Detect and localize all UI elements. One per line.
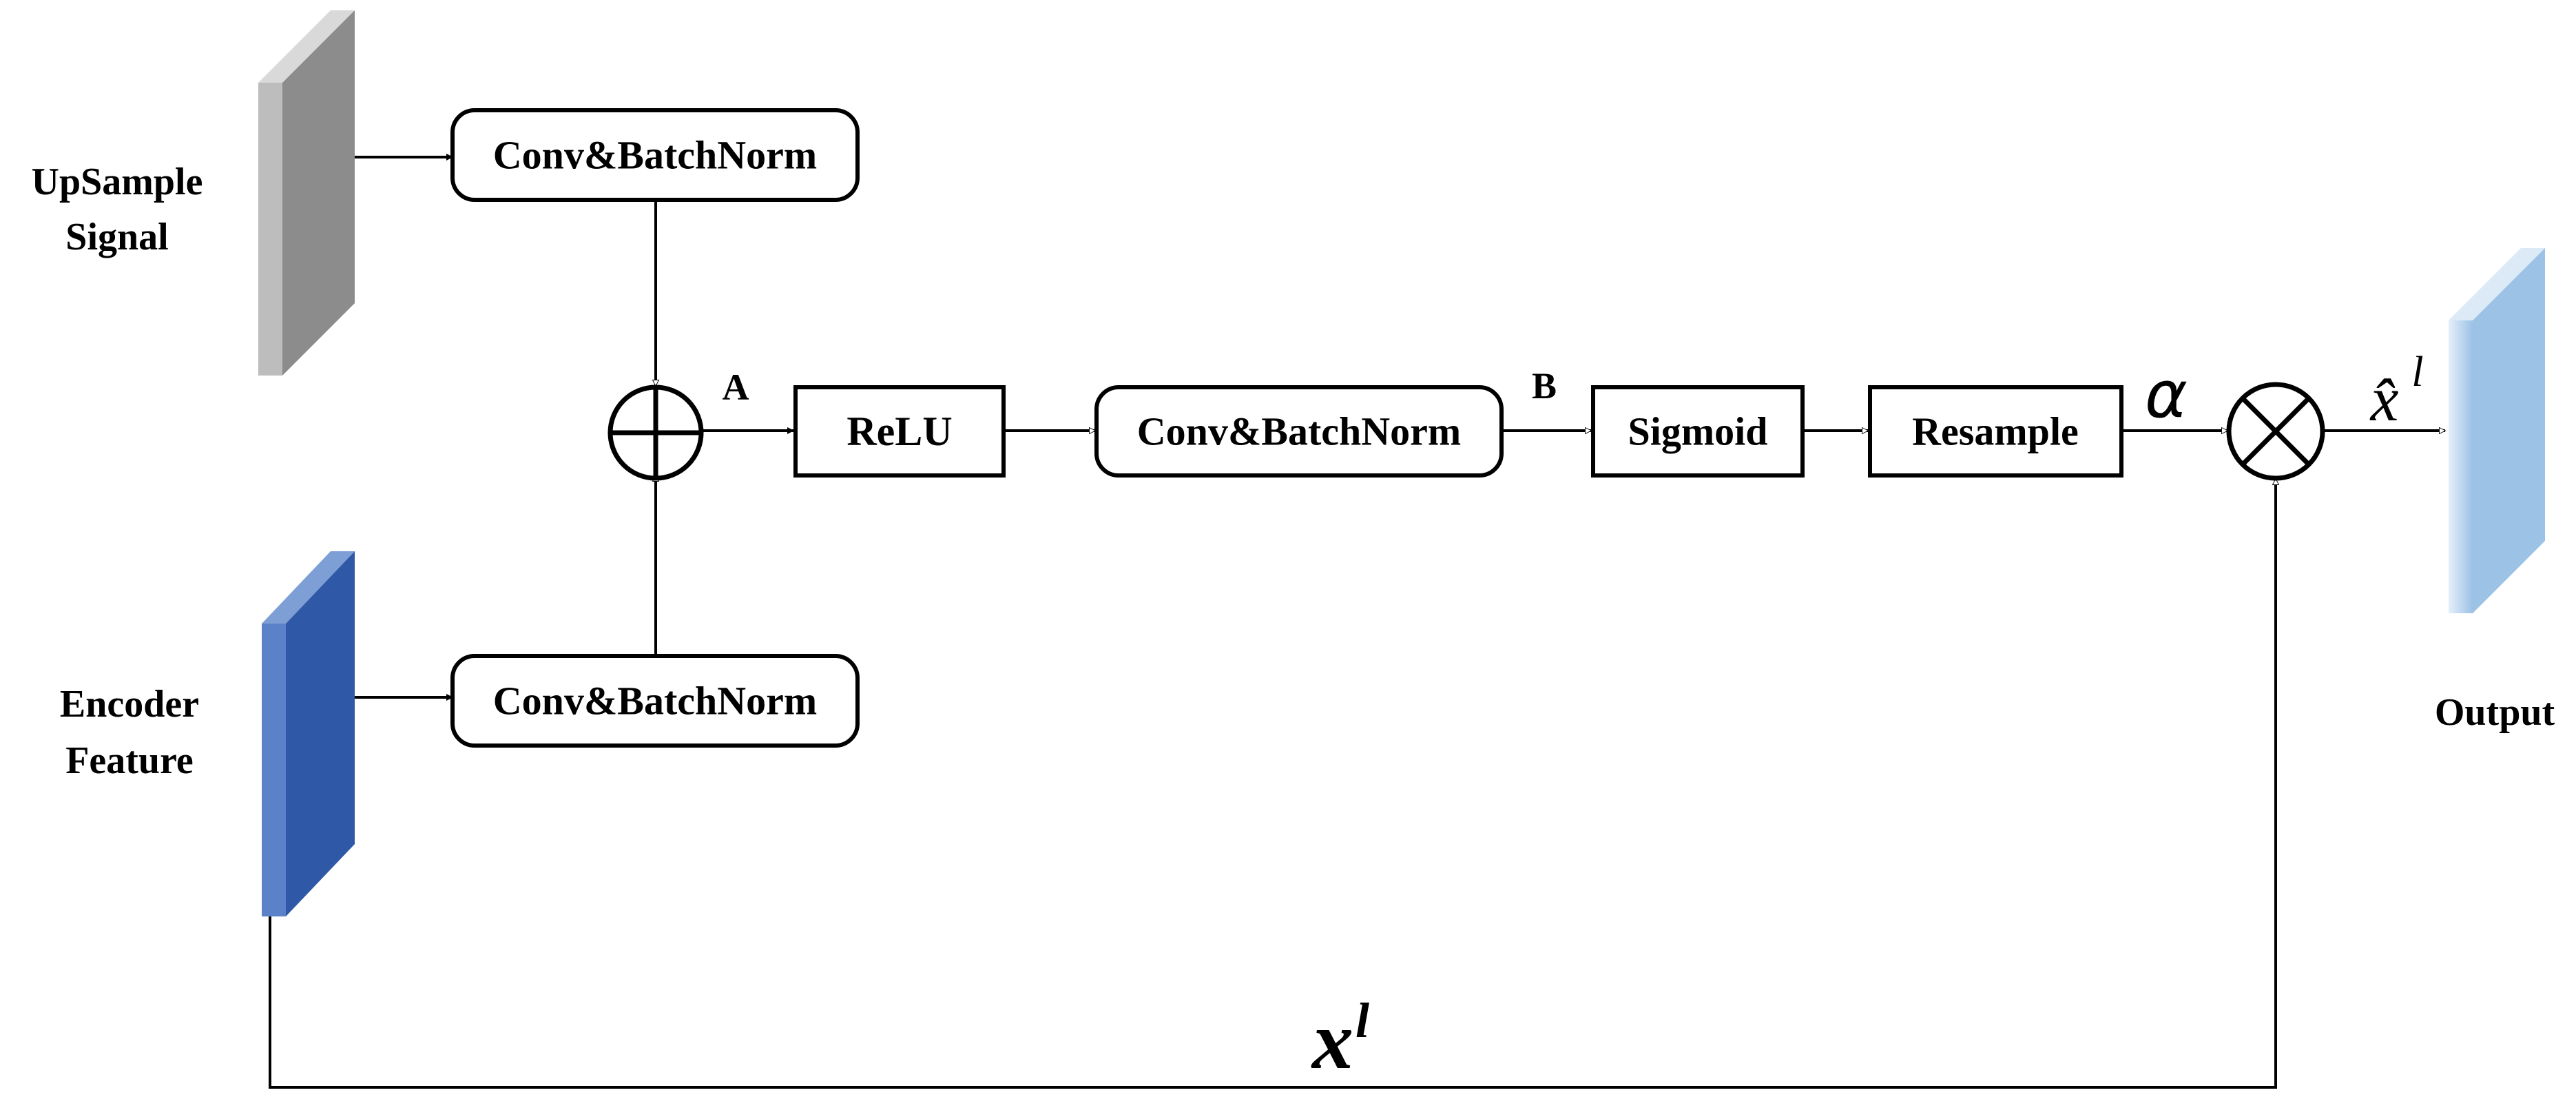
xhat-label: x̂ bbox=[2369, 364, 2399, 434]
skip-connection-arrow bbox=[269, 479, 2276, 1089]
conv-batchnorm-bottom-block: Conv&BatchNorm bbox=[450, 654, 860, 748]
multiply-operator-icon bbox=[2226, 382, 2325, 481]
relu-label: ReLU bbox=[846, 409, 952, 454]
point-b-label: B bbox=[1532, 365, 1557, 407]
xhat-superscript: l bbox=[2411, 349, 2423, 396]
conv-batchnorm-top-block: Conv&BatchNorm bbox=[450, 108, 860, 202]
conv-batchnorm-top-label: Conv&BatchNorm bbox=[493, 133, 817, 178]
relu-block: ReLU bbox=[793, 385, 1006, 478]
alpha-label: α bbox=[2145, 358, 2188, 433]
point-a-label: A bbox=[723, 367, 749, 408]
encoder-label-line2: Feature bbox=[65, 739, 194, 782]
conv-batchnorm-bottom-label: Conv&BatchNorm bbox=[493, 679, 817, 724]
sigmoid-block: Sigmoid bbox=[1591, 385, 1805, 478]
upsample-signal-slab bbox=[258, 10, 355, 376]
add-operator-icon bbox=[607, 384, 704, 481]
skip-x-superscript: l bbox=[1355, 993, 1369, 1048]
resample-block: Resample bbox=[1868, 385, 2123, 478]
conv-batchnorm-mid-block: Conv&BatchNorm bbox=[1094, 385, 1504, 478]
resample-label: Resample bbox=[1912, 409, 2079, 454]
encoder-feature-slab bbox=[262, 551, 355, 916]
output-label: Output bbox=[2435, 691, 2555, 734]
upsample-label-line2: Signal bbox=[65, 216, 168, 258]
upsample-label-line1: UpSample bbox=[32, 161, 203, 203]
sigmoid-label: Sigmoid bbox=[1628, 409, 1767, 454]
conv-batchnorm-mid-label: Conv&BatchNorm bbox=[1137, 409, 1461, 454]
skip-x-label: x bbox=[1311, 994, 1353, 1086]
encoder-label-line1: Encoder bbox=[60, 683, 199, 726]
output-slab bbox=[2449, 248, 2545, 613]
